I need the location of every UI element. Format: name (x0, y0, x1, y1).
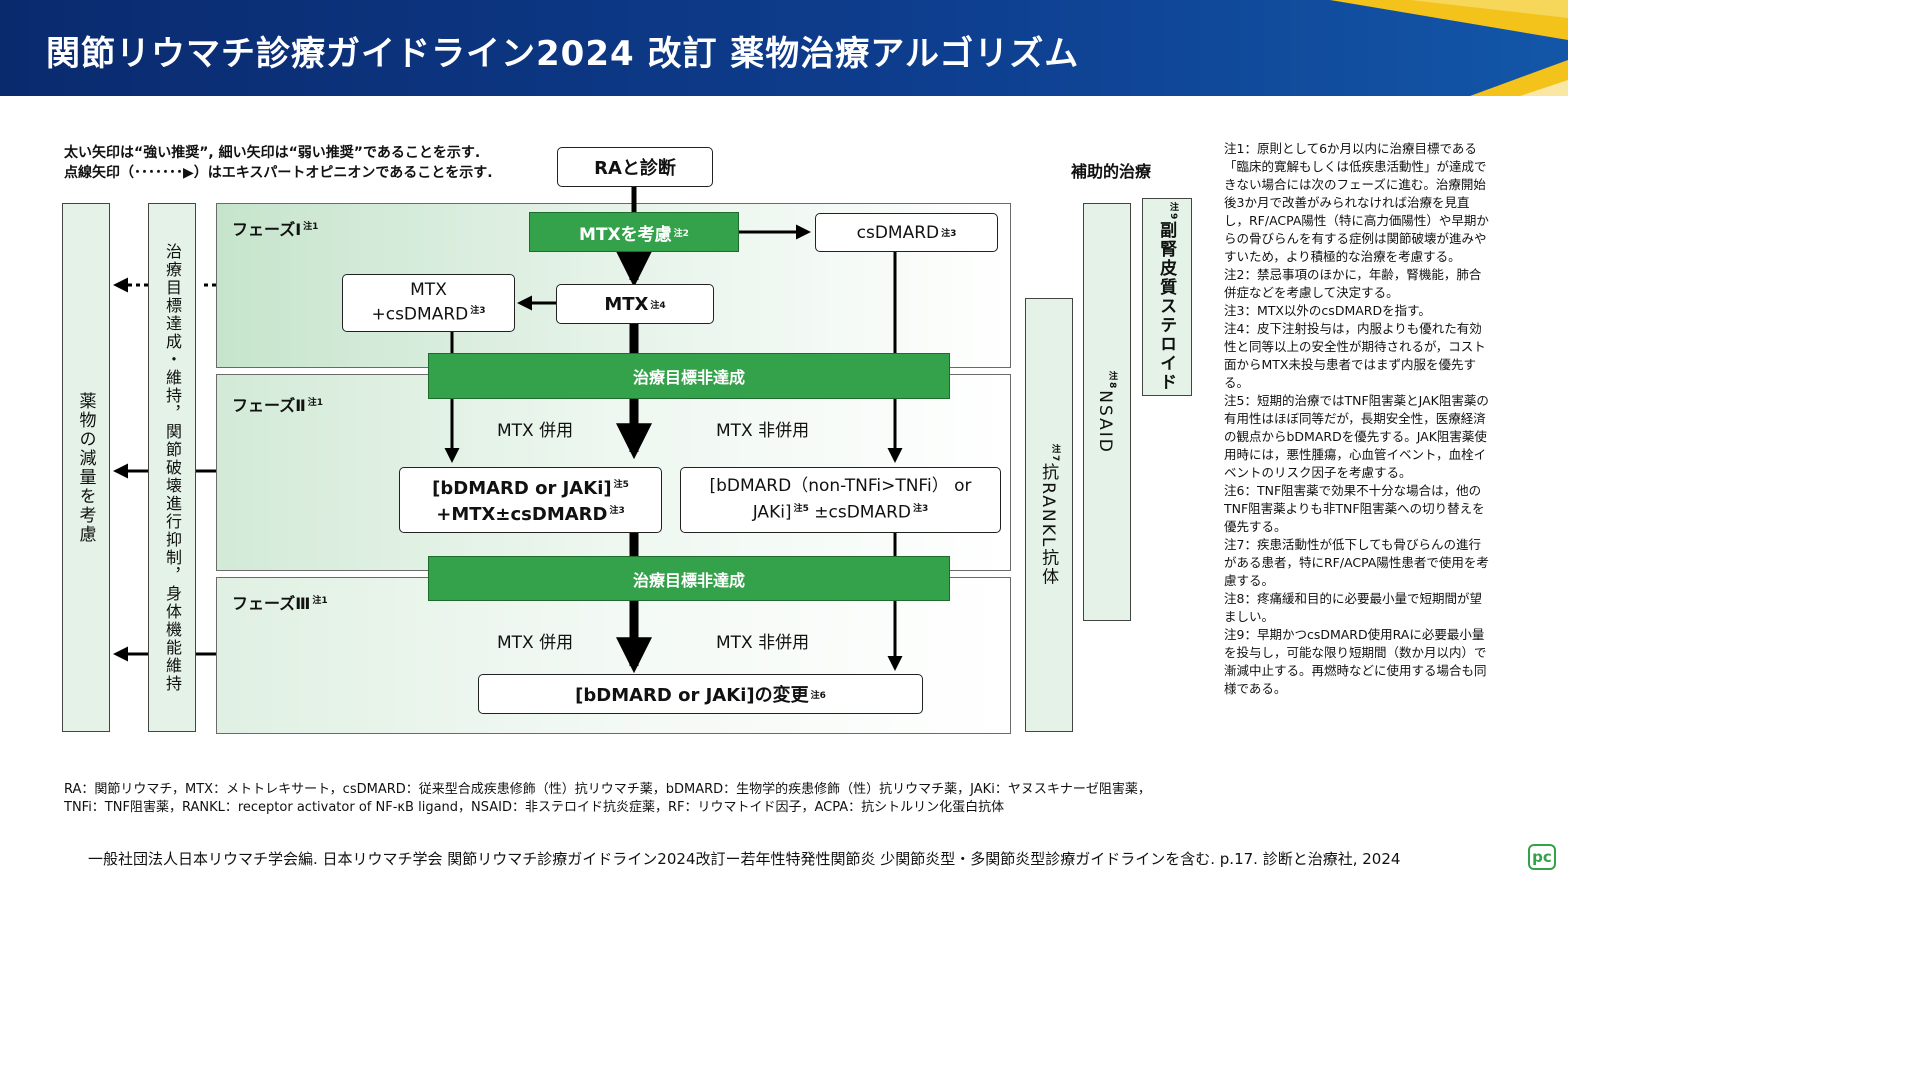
bdmard-jaki-change-box: [bDMARD or JAKi]の変更注6 (478, 674, 923, 714)
label-mtx-combined-2: MTX 併用 (497, 633, 574, 653)
abbreviations: RA：関節リウマチ，MTX：メトトレキサート，csDMARD：従来型合成疾患修飾… (64, 781, 1151, 817)
nsaid-column: 注8NSAID (1083, 203, 1131, 621)
ra-diagnosis-box: RAと診断 (557, 147, 713, 187)
note-4: 注4：皮下注射投与は，内服よりも優れた有効性と同等以上の安全性が期待されるが，コ… (1224, 321, 1486, 390)
notes-panel: 注1：原則として6か月以内に治療目標である「臨床的寛解もしくは低疾患活動性」が達… (1224, 140, 1490, 698)
reduce-drug-column: 薬物の減量を考慮 (62, 203, 110, 732)
mtx-consider-box: MTXを考慮注2 (529, 212, 739, 252)
adjunct-therapy-title: 補助的治療 (1071, 162, 1152, 181)
abbreviations-line-1: RA：関節リウマチ，MTX：メトトレキサート，csDMARD：従来型合成疾患修飾… (64, 782, 1151, 797)
note-1: 注1：原則として6か月以内に治療目標である「臨床的寛解もしくは低疾患活動性」が達… (1224, 141, 1489, 264)
anti-rankl-column: 注7抗RANKL抗体 (1025, 298, 1073, 732)
note-6: 注6：TNF阻害薬で効果不十分な場合は，他のTNF阻害薬よりも非TNF阻害薬への… (1224, 483, 1485, 534)
note-9: 注9：早期かつcsDMARD使用RAに必要最小量を投与し，可能な限り短期間（数か… (1224, 627, 1487, 696)
header-bar (0, 0, 1568, 96)
flow-arrows (113, 187, 903, 674)
label-mtx-not-combined-2: MTX 非併用 (716, 633, 810, 653)
target-unmet-box-1: 治療目標非達成 (428, 353, 950, 399)
note-2: 注2：禁忌事項のほかに，年齢，腎機能，肺合併症などを考慮して決定する。 (1224, 267, 1482, 300)
legend-line-2: 点線矢印（･･･････▶）はエキスパートオピニオンであることを示す. (64, 165, 493, 181)
note-5: 注5：短期的治療ではTNF阻害薬とJAK阻害薬の有用性はほぼ同等だが，長期安全性… (1224, 393, 1489, 480)
abbreviations-line-2: TNFi：TNF阻害薬，RANKL：receptor activator of … (64, 800, 1005, 815)
note-8: 注8：疼痛緩和目的に必要最小量で短期間が望ましい。 (1224, 591, 1482, 624)
citation: 一般社団法人日本リウマチ学会編. 日本リウマチ学会 関節リウマチ診療ガイドライン… (88, 850, 1401, 868)
logo-icon: pc (1528, 844, 1556, 870)
bdmard-non-tnfi-box: [bDMARD（non-TNFi>TNFi） or JAKi]注5 ±csDMA… (680, 467, 1001, 533)
target-unmet-box-2: 治療目標非達成 (428, 556, 950, 601)
header-decoration (1330, 0, 1568, 96)
label-mtx-combined-1: MTX 併用 (497, 421, 574, 441)
note-7: 注7：疾患活動性が低下しても骨びらんの進行がある患者，特にRF/ACPA陽性患者… (1224, 537, 1489, 588)
note-3: 注3：MTX以外のcsDMARDを指す。 (1224, 303, 1431, 318)
target-achieved-column: 治療目標達成・維持，関節破壊進行抑制，身体機能維持 (148, 203, 196, 732)
steroid-column: 注9副腎皮質ステロイド (1142, 198, 1192, 396)
label-mtx-not-combined-1: MTX 非併用 (716, 421, 810, 441)
legend-line-1: 太い矢印は“強い推奨”, 細い矢印は“弱い推奨”であることを示す. (64, 145, 481, 161)
page-title: 関節リウマチ診療ガイドライン2024 改訂 薬物治療アルゴリズム (46, 34, 1080, 74)
